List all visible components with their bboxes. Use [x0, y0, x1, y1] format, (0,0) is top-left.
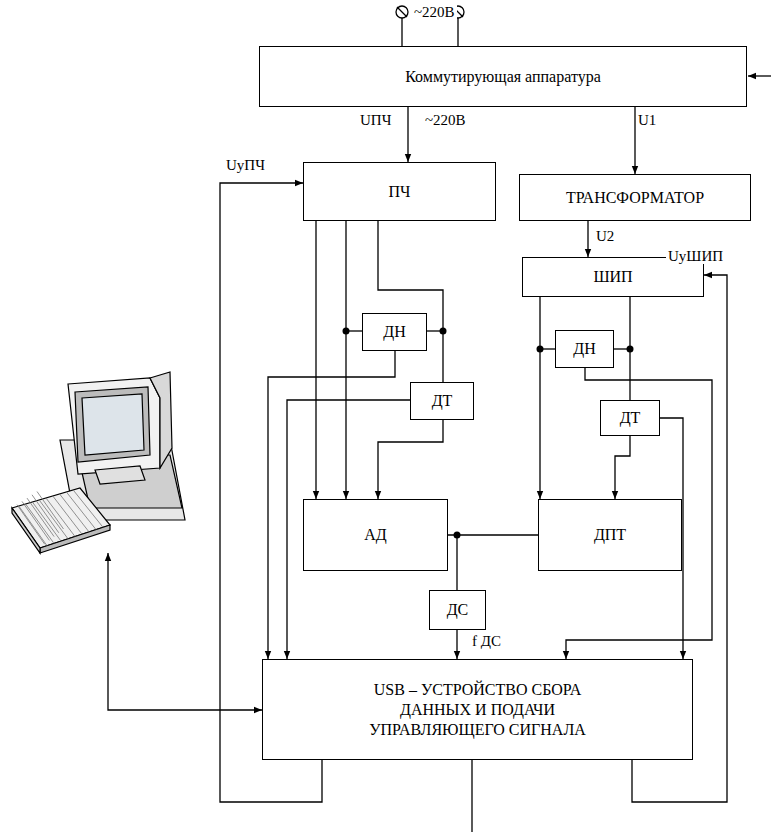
signal-label: UуПЧ	[224, 158, 267, 173]
wire	[457, 18, 458, 46]
sensor-box: ДТ	[410, 382, 474, 420]
node-text: ДТ	[620, 408, 641, 428]
process-box: ПЧ	[303, 162, 496, 221]
shaft-link	[456, 535, 457, 590]
signal-label: ~220В	[412, 5, 457, 20]
node-text: ДН	[383, 322, 405, 342]
node-text: ПЧ	[389, 182, 411, 202]
signal-label: UуШИП	[666, 249, 725, 264]
node-text: ДС	[447, 600, 469, 620]
computer-icon	[12, 372, 185, 553]
node-text: ТРАНСФОРМАТОР	[566, 188, 704, 208]
sensor-box: ДТ	[600, 400, 660, 436]
device-box: USB – УСТРОЙСТВО СБОРА ДАННЫХ И ПОДАЧИ У…	[262, 659, 693, 760]
node-text: ДН	[573, 339, 595, 359]
signal-label: U2	[594, 229, 616, 244]
connector	[615, 436, 630, 499]
process-box: Коммутирующая аппаратура	[259, 46, 747, 107]
node-text: USB – УСТРОЙСТВО СБОРА ДАННЫХ И ПОДАЧИ У…	[353, 680, 603, 740]
connector	[456, 630, 457, 659]
terminal	[396, 6, 408, 18]
control-arrow	[748, 75, 771, 76]
node-text: ШИП	[593, 267, 632, 287]
terminal	[397, 7, 407, 17]
sensor-box: ДН	[362, 313, 427, 351]
signal-label: U1	[636, 113, 658, 128]
wire	[401, 18, 402, 46]
sensor-box: ДН	[555, 330, 614, 368]
connector	[448, 534, 538, 535]
process-box: ТРАНСФОРМАТОР	[519, 174, 751, 221]
wire	[471, 760, 472, 832]
node-text: ДПТ	[594, 525, 626, 545]
connector	[378, 420, 443, 499]
connector	[345, 221, 346, 499]
node-text: ДТ	[432, 391, 453, 411]
pc-link	[108, 553, 262, 710]
process-box: ДПТ	[538, 499, 682, 571]
edge-label: f ДС	[470, 634, 503, 649]
connector	[587, 221, 588, 257]
node-text: АД	[364, 525, 386, 545]
keyboard-keys	[17, 490, 103, 546]
signal-label: ~220В	[423, 113, 468, 128]
connector	[378, 221, 443, 382]
connector	[539, 297, 540, 499]
connector	[315, 221, 316, 499]
node-text: Коммутирующая аппаратура	[405, 67, 601, 87]
connector	[629, 297, 630, 400]
process-box: АД	[303, 499, 448, 571]
signal-label: UПЧ	[358, 113, 393, 128]
sensor-box: ДС	[429, 590, 486, 630]
connector	[407, 107, 408, 162]
